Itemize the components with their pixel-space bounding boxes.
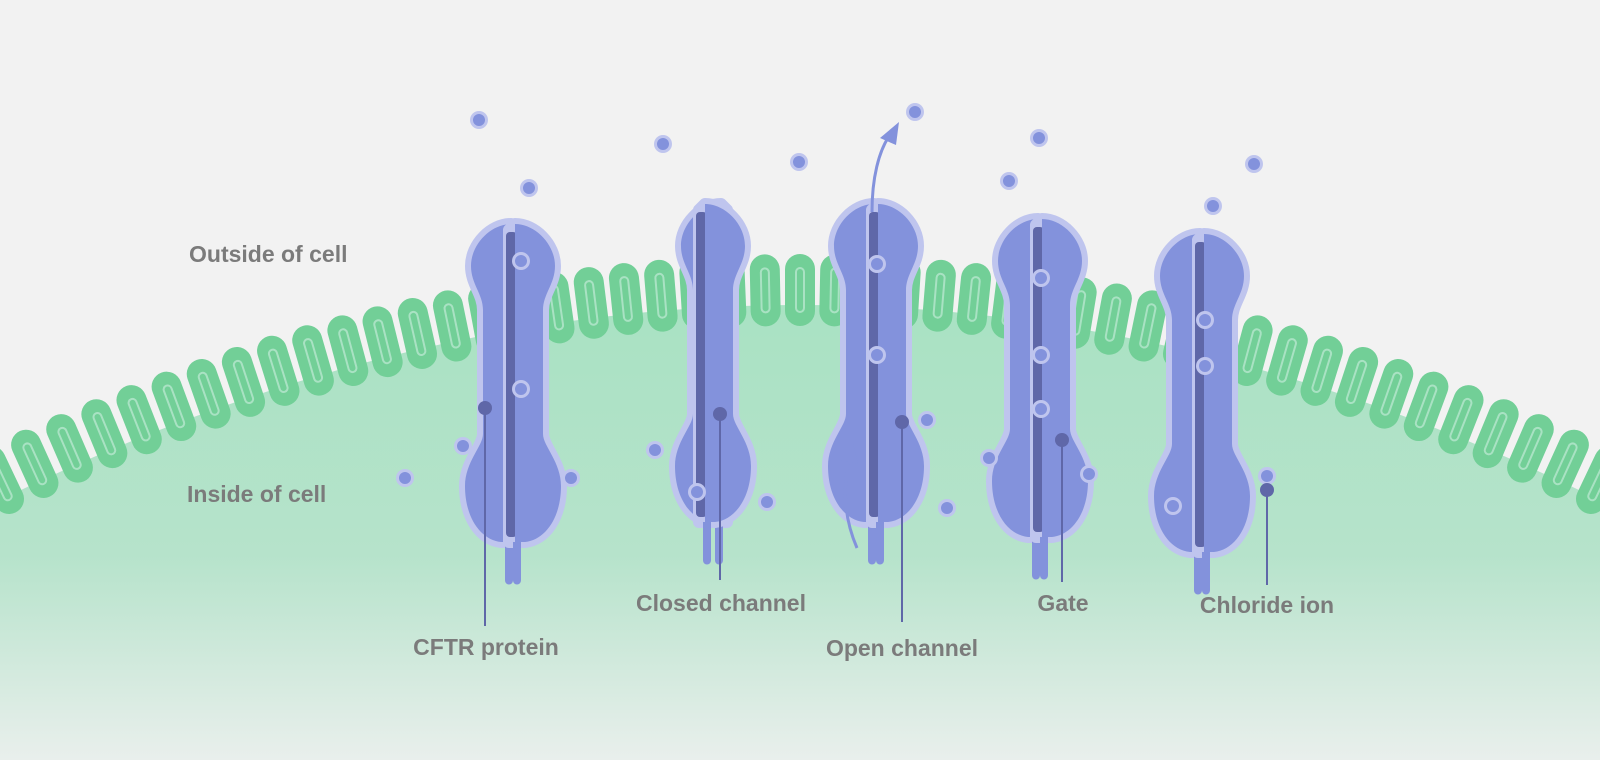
lipid-detail: [795, 267, 805, 313]
lipid: [1266, 325, 1308, 396]
lipid-detail: [967, 276, 981, 322]
lipid: [1300, 335, 1343, 406]
label-outside-of-cell: Outside of cell: [189, 241, 348, 267]
lipid: [397, 297, 438, 369]
lipid-detail: [1587, 458, 1600, 502]
lipid-detail: [408, 310, 427, 357]
lipid: [749, 254, 781, 327]
lipid: [644, 259, 678, 332]
lipid-detail: [759, 267, 771, 314]
label-open-channel: Open channel: [825, 635, 979, 661]
lipid-detail: [443, 303, 461, 349]
lipid-detail: [92, 412, 117, 456]
lipid-detail: [127, 397, 151, 442]
lipid: [1334, 347, 1379, 417]
lipid-detail: [232, 359, 255, 405]
lipid-detail: [1242, 328, 1262, 374]
lipid-detail: [584, 280, 599, 326]
lipid-detail: [267, 348, 289, 394]
lipid-detail: [1414, 384, 1438, 429]
chloride-ions-outside: [470, 103, 1263, 215]
lipid-detail: [1311, 348, 1333, 394]
lipid-detail: [303, 338, 324, 383]
lipid: [362, 306, 403, 378]
lipid: [221, 347, 266, 417]
lipid: [1231, 315, 1273, 386]
lipid: [1128, 290, 1168, 362]
leader-lines: [478, 401, 1274, 626]
lipid: [257, 335, 300, 406]
lipid-detail: [22, 442, 48, 486]
lipid-detail: [1449, 397, 1473, 442]
lipid-detail: [197, 371, 220, 416]
lipid-detail: [57, 426, 82, 470]
lipid-detail: [162, 384, 186, 429]
lipid: [1369, 358, 1414, 429]
lipid-detail: [1380, 371, 1403, 416]
lipid: [922, 259, 956, 332]
lipid-detail: [1552, 442, 1578, 486]
ion-flow-arrow-out: [870, 122, 899, 213]
lipid: [573, 267, 609, 339]
lipid-detail: [1139, 303, 1157, 349]
lipid-detail: [654, 272, 668, 319]
lipid: [1094, 283, 1132, 355]
lipid: [956, 263, 992, 335]
lipid: [608, 263, 644, 335]
lipid: [327, 315, 369, 386]
label-closed-channel: Closed channel: [636, 590, 806, 616]
lipid-detail: [0, 458, 13, 502]
label-inside-of-cell: Inside of cell: [187, 481, 327, 507]
lipid: [432, 290, 472, 362]
lipid: [292, 325, 334, 396]
label-cftr-protein: CFTR protein: [413, 634, 559, 660]
lipid-detail: [373, 319, 392, 365]
lipid: [785, 254, 815, 326]
lipid-detail: [1276, 338, 1297, 383]
lipid-detail: [1345, 359, 1368, 405]
lipid-detail: [1104, 296, 1122, 342]
lipid: [186, 358, 231, 429]
lipid-detail: [1518, 426, 1543, 470]
label-chloride-ion: Chloride ion: [1199, 592, 1335, 618]
lipid-detail: [619, 276, 633, 322]
lipid-detail: [932, 272, 946, 319]
label-gate: Gate: [1037, 590, 1089, 616]
cftr-protein-5: [1154, 234, 1250, 595]
ion-flow-arrow-in: [841, 444, 859, 549]
lipid-detail: [338, 328, 358, 374]
lipid-detail: [1483, 412, 1508, 456]
